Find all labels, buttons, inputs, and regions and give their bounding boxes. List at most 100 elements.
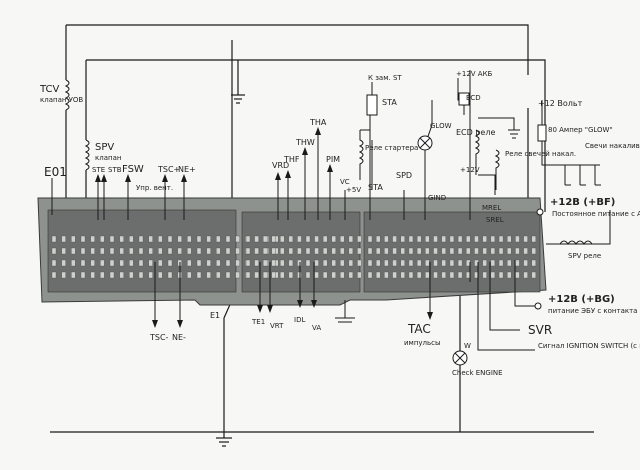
- connector-pin: [167, 235, 173, 243]
- connector-pin: [523, 235, 528, 243]
- connector-pin: [375, 259, 381, 267]
- connector-pin: [100, 259, 105, 267]
- connector-pin: [71, 259, 76, 267]
- connector-pin: [196, 259, 202, 267]
- connector-pin: [348, 271, 354, 279]
- connector-pin: [148, 247, 153, 255]
- connector-pin: [466, 247, 471, 255]
- label-sta2: STA: [368, 183, 383, 192]
- glow-plug-circuit: [537, 100, 601, 186]
- starter-relay-coil: [358, 129, 370, 180]
- connector-pin: [331, 259, 336, 267]
- connector-pin: [433, 271, 438, 279]
- signal-wires-top: [51, 70, 471, 220]
- label-thf: THF: [283, 155, 300, 164]
- connector-pin: [206, 259, 211, 267]
- label-rele-starter: Реле стартера: [365, 144, 418, 152]
- connector-pin: [441, 247, 446, 255]
- connector-pin: [441, 259, 446, 267]
- connector-pin: [61, 247, 66, 255]
- connector-pin: [90, 235, 95, 243]
- connector-pin: [196, 247, 202, 255]
- label-va: VA: [312, 324, 321, 332]
- label-sta-top: К зам. ST: [368, 74, 402, 82]
- connector-pin: [216, 259, 221, 267]
- labels: TCV клапан УОВ E01 SPV клапан STE STB FS…: [39, 70, 640, 377]
- connector-pin: [305, 259, 311, 267]
- label-te1: TE1: [251, 318, 265, 326]
- connector-pin: [416, 259, 422, 267]
- connector-pin: [138, 259, 144, 267]
- connector-pin: [80, 235, 86, 243]
- connector-pin: [80, 247, 86, 255]
- sta-resistor: [366, 82, 378, 116]
- connector-pin: [523, 271, 528, 279]
- connector-pin: [254, 247, 259, 255]
- connector-pin: [400, 271, 405, 279]
- label-spv-sub: клапан: [95, 154, 121, 162]
- connector-pin: [348, 259, 354, 267]
- tcv-coil: [64, 79, 70, 111]
- connector-pin: [51, 259, 57, 267]
- connector-pin: [425, 247, 430, 255]
- connector-pin: [167, 271, 173, 279]
- connector-pin: [148, 259, 153, 267]
- label-ne-minus: NE-: [172, 333, 186, 342]
- connector-pin: [490, 271, 496, 279]
- connector-pin: [314, 235, 319, 243]
- connector-pin: [384, 247, 389, 255]
- connector-pin: [408, 259, 414, 267]
- connector-pin: [314, 259, 319, 267]
- connector-pin: [498, 247, 504, 255]
- connector-pin: [235, 259, 240, 267]
- connector-pin: [245, 247, 251, 255]
- connector-pin: [187, 235, 192, 243]
- connector-pin: [498, 235, 504, 243]
- connector-pin: [187, 259, 192, 267]
- connector-pin: [425, 259, 430, 267]
- bg-terminal[interactable]: [534, 302, 542, 310]
- label-fsw-sub: Упр. вент.: [136, 184, 173, 192]
- label-tac-sub: импульсы: [404, 339, 441, 347]
- label-tcv: TCV: [39, 84, 60, 95]
- connector-pin: [288, 271, 294, 279]
- label-80amper: 80 Ампер "GLOW": [548, 126, 613, 134]
- arrowheads-bottom: [152, 300, 433, 328]
- label-vc-sub: +5V: [346, 186, 361, 194]
- connector-pin: [148, 271, 153, 279]
- connector-pin: [138, 271, 144, 279]
- connector-pin: [206, 235, 211, 243]
- connector-pin: [408, 235, 414, 243]
- connector-pin: [235, 235, 240, 243]
- connector-pin: [297, 259, 302, 267]
- connector-pin: [177, 247, 182, 255]
- label-thw: THW: [295, 138, 315, 147]
- label-plus12-volt: +12 Вольт: [538, 99, 583, 108]
- label-tsc-plus: TSC+: [157, 165, 180, 174]
- connector-pin: [482, 235, 487, 243]
- signal-wires-bottom: [154, 262, 355, 323]
- connector-pin: [331, 247, 336, 255]
- connector-pin: [100, 235, 105, 243]
- connector-pin: [235, 247, 240, 255]
- connector-pin: [280, 259, 285, 267]
- connector-pin: [262, 235, 268, 243]
- connector-pin: [457, 235, 463, 243]
- connector-pin: [531, 235, 537, 243]
- label-idl: IDL: [294, 316, 305, 324]
- bf-terminal[interactable]: [536, 208, 544, 216]
- label-plus12-sub: +12V: [460, 166, 480, 174]
- label-e01: E01: [44, 165, 67, 179]
- connector-pin: [271, 235, 276, 243]
- label-rele-svech: Реле свечей накал.: [505, 150, 576, 158]
- connector-pin: [245, 259, 251, 267]
- connector-pin: [129, 271, 134, 279]
- connector-pin: [51, 235, 57, 243]
- connector-pin: [449, 235, 455, 243]
- label-vrd: VRD: [272, 161, 289, 170]
- connector-pin: [100, 247, 105, 255]
- label-tsc-minus: TSC-: [149, 333, 169, 342]
- connector-pin: [225, 235, 231, 243]
- connector-pin: [515, 247, 520, 255]
- label-bg: +12В (+BG): [548, 294, 615, 305]
